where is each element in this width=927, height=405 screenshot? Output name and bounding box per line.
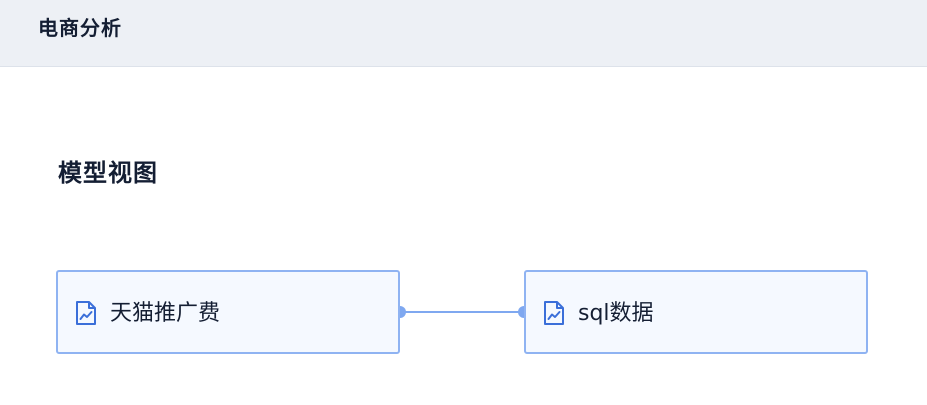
model-node-label: 天猫推广费 (110, 301, 221, 326)
chart-file-icon (74, 300, 98, 326)
connector-endpoint-right (518, 306, 524, 318)
model-node-sql-data[interactable]: sql数据 (524, 270, 868, 354)
model-node-label: sql数据 (578, 301, 654, 326)
model-node-tmall-ad-cost[interactable]: 天猫推广费 (56, 270, 400, 354)
connector-endpoint-left (400, 306, 406, 318)
chart-file-icon (542, 300, 566, 326)
relationship-connector[interactable] (400, 300, 524, 324)
app-title: 电商分析 (38, 16, 122, 40)
app-header: 电商分析 (0, 0, 927, 67)
section-title: 模型视图 (58, 159, 158, 187)
